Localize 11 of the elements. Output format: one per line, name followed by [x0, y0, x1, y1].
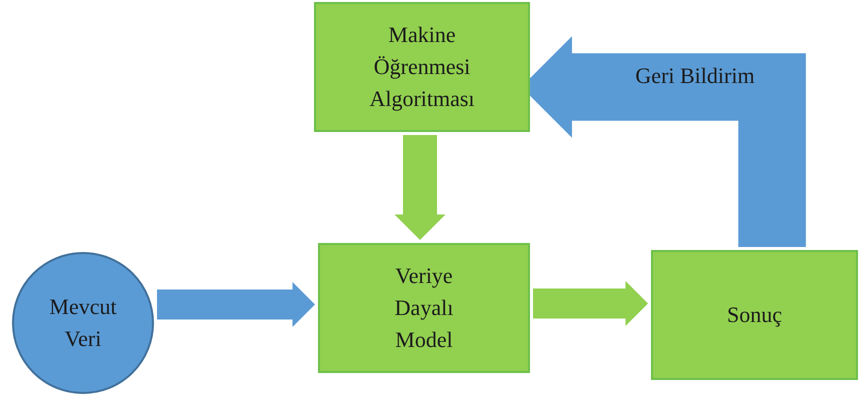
block-arrow — [533, 281, 648, 326]
block-arrow — [157, 282, 315, 327]
block-arrow — [394, 135, 446, 240]
process-box — [318, 243, 530, 373]
edge-label: Geri Bildirim — [635, 63, 755, 89]
process-box — [651, 250, 858, 380]
node-text: Veriye Dayalı Model — [394, 262, 454, 354]
process-box — [314, 2, 530, 132]
node-text: Sonuç — [726, 301, 783, 330]
node-text: Mevcut Veri — [48, 293, 118, 353]
node-text: Makine Öğrenmesi Algoritması — [368, 21, 476, 113]
